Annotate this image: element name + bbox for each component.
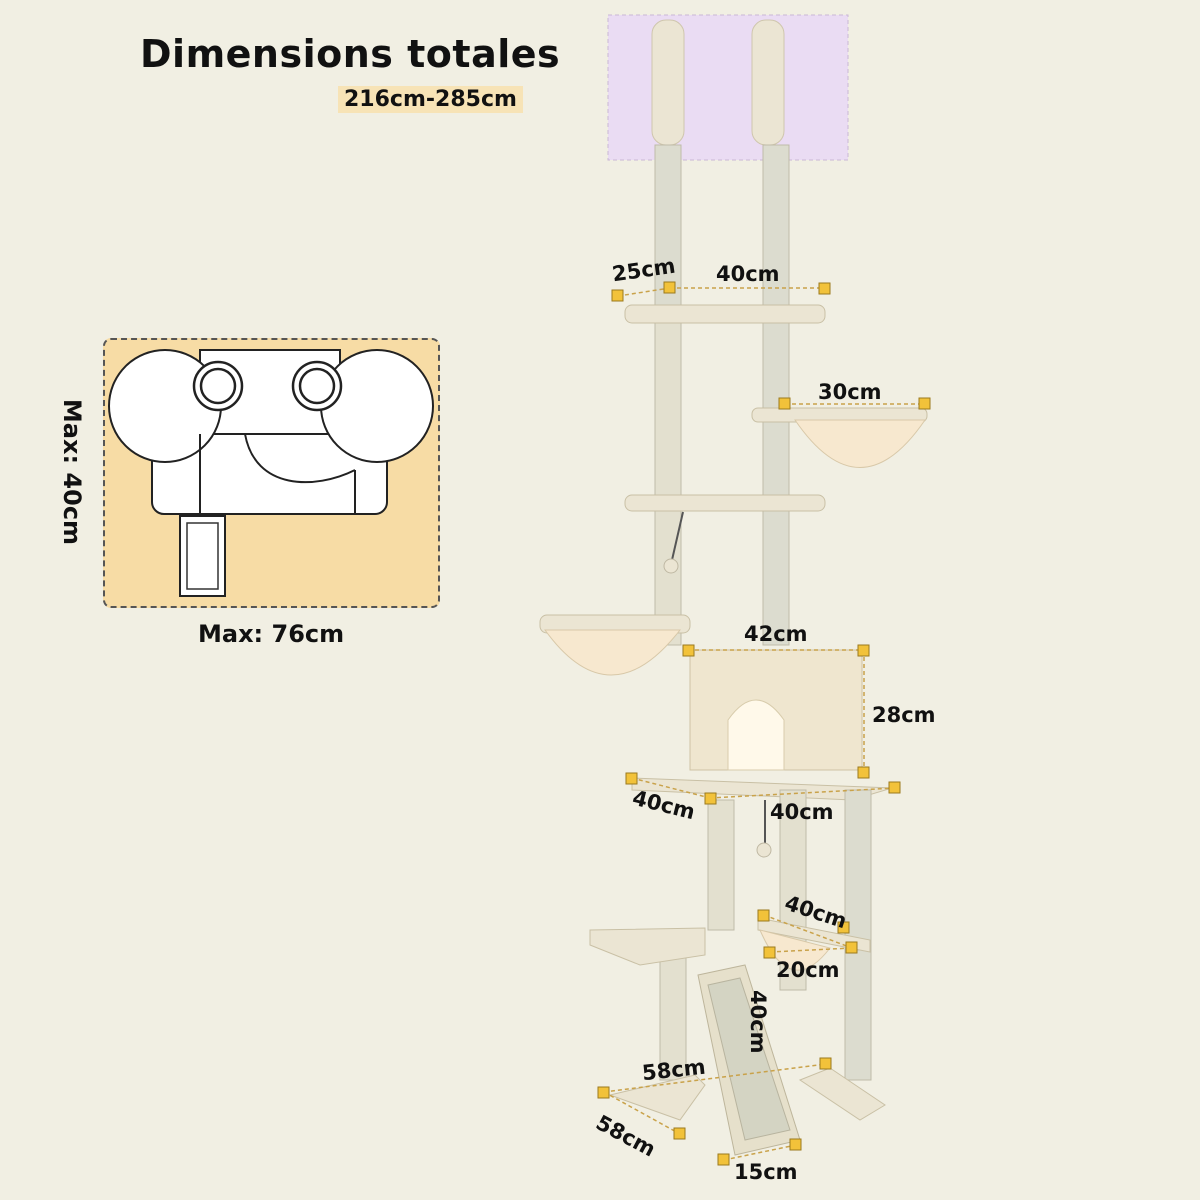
condo (689, 649, 863, 771)
left-hammock (539, 614, 691, 676)
dim-condo-platform-width: 40cm (770, 800, 834, 824)
ceiling-zone (607, 14, 849, 161)
dim-ramp-width: 15cm (734, 1160, 798, 1184)
dim-top-platform-width: 40cm (716, 262, 780, 286)
dimension-markers (597, 281, 931, 1166)
top-platform (624, 304, 826, 324)
page-title: Dimensions totales (140, 32, 561, 76)
footprint-width-label: Max: 76cm (198, 620, 345, 648)
footprint-outline (108, 349, 434, 597)
scratching-ramp (697, 964, 801, 1156)
dim-small-hammock-depth: 20cm (776, 958, 840, 982)
middle-platform (624, 494, 826, 512)
dim-ramp-length: 40cm (746, 990, 770, 1054)
dim-condo-height: 28cm (872, 703, 936, 727)
footprint-diagram (103, 338, 440, 608)
lower-platform (589, 927, 706, 966)
base-board (608, 1067, 886, 1121)
dim-upper-hammock-width: 30cm (818, 380, 882, 404)
height-range-badge: 216cm-285cm (338, 86, 523, 113)
upper-hammock (751, 407, 928, 468)
small-hammock (757, 917, 871, 971)
dimension-guides (603, 287, 925, 1161)
dim-condo-width: 42cm (744, 622, 808, 646)
